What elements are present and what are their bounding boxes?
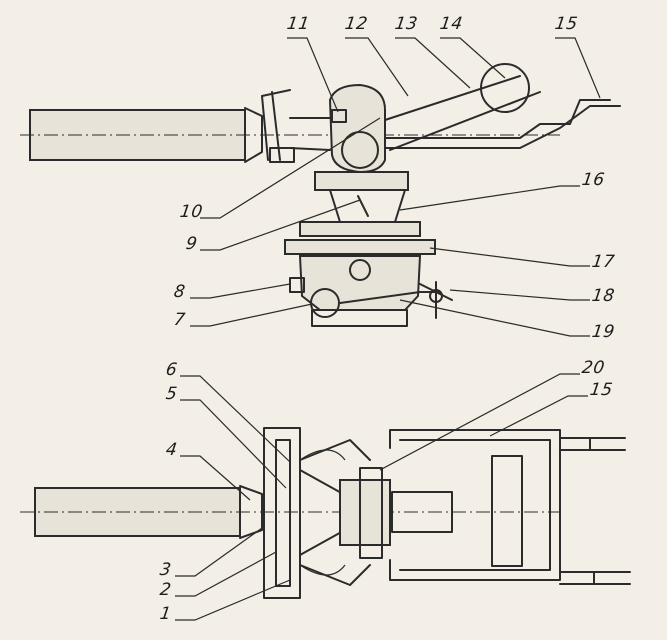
label-16: 16 bbox=[580, 170, 607, 190]
leader-7 bbox=[190, 303, 313, 327]
leader-17 bbox=[429, 247, 590, 267]
pump-body bbox=[298, 255, 422, 311]
leader-9 bbox=[200, 199, 361, 251]
middle-flange bbox=[299, 221, 421, 237]
leader-19 bbox=[399, 299, 590, 337]
drive-shaft bbox=[391, 491, 453, 533]
frame-rails bbox=[389, 429, 561, 581]
label-15-top: 15 bbox=[553, 14, 580, 34]
label-12: 12 bbox=[343, 14, 370, 34]
flange-inner bbox=[275, 439, 291, 587]
tiller-handle-lower bbox=[379, 105, 621, 149]
leader-5 bbox=[180, 399, 287, 489]
side-arms bbox=[299, 439, 371, 586]
wheel-plan bbox=[491, 455, 523, 567]
column bbox=[329, 189, 406, 223]
leader-13 bbox=[395, 37, 471, 89]
barrel-tube-bottom bbox=[34, 487, 241, 537]
leader-lines bbox=[175, 37, 601, 621]
turret-head bbox=[328, 83, 386, 174]
boom-arm-left bbox=[289, 117, 331, 151]
turret-knob bbox=[331, 109, 347, 123]
leader-12 bbox=[345, 37, 409, 97]
leader-18 bbox=[449, 289, 590, 301]
label-10: 10 bbox=[178, 202, 205, 222]
handle-grip bbox=[589, 437, 595, 585]
bottom-assembly bbox=[20, 427, 631, 599]
clamp-bracket bbox=[261, 89, 291, 161]
leader-8 bbox=[190, 283, 291, 299]
boom-arm-upper bbox=[384, 75, 541, 151]
top-assembly bbox=[20, 63, 621, 327]
leader-10 bbox=[200, 117, 381, 219]
leader-6 bbox=[180, 375, 291, 463]
leader-2 bbox=[175, 551, 277, 597]
upper-base bbox=[314, 171, 409, 191]
label-17: 17 bbox=[590, 252, 617, 272]
wheel-top bbox=[480, 63, 530, 113]
control-handle bbox=[419, 281, 453, 319]
leader-3 bbox=[175, 527, 263, 577]
barrel-flare-top bbox=[244, 107, 263, 163]
label-18: 18 bbox=[590, 286, 617, 306]
leader-16 bbox=[399, 185, 580, 211]
linkage-rod bbox=[339, 291, 441, 304]
hub-spindle bbox=[359, 467, 383, 559]
pump-foot bbox=[311, 309, 408, 327]
label-20: 20 bbox=[580, 358, 607, 378]
leader-1 bbox=[175, 579, 291, 621]
label-11: 11 bbox=[285, 14, 312, 34]
leader-14 bbox=[440, 37, 506, 79]
turret-swivel bbox=[341, 131, 379, 169]
label-15-bottom: 15 bbox=[588, 380, 615, 400]
handle-prongs bbox=[559, 437, 631, 585]
lower-flange bbox=[284, 239, 436, 255]
frame-inner bbox=[399, 439, 551, 571]
pump-port bbox=[349, 259, 371, 281]
label-14: 14 bbox=[438, 14, 465, 34]
tiller-handle bbox=[379, 99, 611, 139]
leader-15-top bbox=[555, 37, 601, 99]
leader-15-bottom bbox=[489, 395, 588, 437]
side-fitting bbox=[289, 277, 305, 293]
leader-20 bbox=[379, 373, 580, 471]
column-lever bbox=[357, 195, 369, 217]
leader-4 bbox=[180, 455, 251, 501]
label-19: 19 bbox=[590, 322, 617, 342]
clamp-block bbox=[269, 147, 295, 163]
leader-11 bbox=[287, 37, 339, 113]
flange-frame bbox=[263, 427, 301, 599]
control-knob bbox=[429, 289, 443, 303]
label-13: 13 bbox=[393, 14, 420, 34]
